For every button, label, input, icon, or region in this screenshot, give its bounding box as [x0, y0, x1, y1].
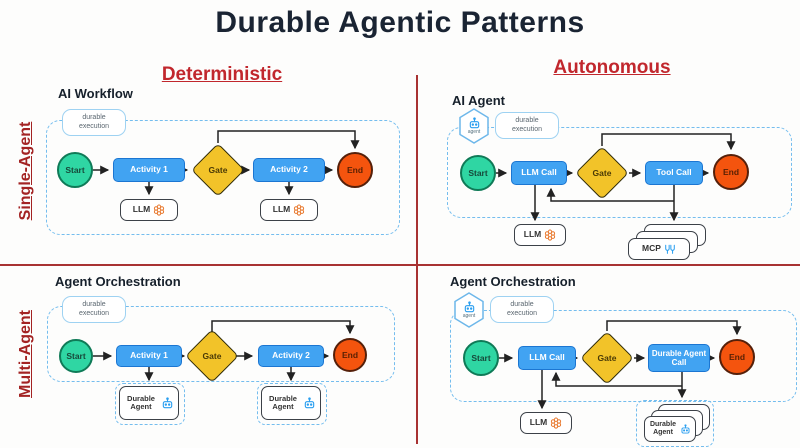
- end-node: End: [333, 338, 367, 372]
- activity2-node: Activity 2: [253, 158, 325, 182]
- durable-execution-frame: [447, 127, 792, 218]
- llm-flower-icon: [154, 204, 165, 216]
- durable-agent-box: Durable Agent: [261, 386, 321, 420]
- tool-call-node: Tool Call: [645, 161, 703, 185]
- durable-agent-dashed-wrap: [636, 400, 714, 447]
- hexagon-icon: [459, 108, 489, 144]
- row-header-multi-agent: Multi-Agent: [17, 310, 34, 398]
- durable-execution-badge: durable execution: [62, 296, 126, 323]
- end-node: End: [719, 339, 755, 375]
- gate-label: Gate: [208, 165, 228, 175]
- durable-execution-badge: durable execution: [490, 296, 554, 323]
- mcp-plug-icon: [665, 244, 675, 254]
- vertical-divider: [416, 75, 418, 444]
- horizontal-divider: [0, 264, 800, 266]
- mcp-label: MCP: [642, 243, 661, 254]
- llm-box: LLM: [520, 412, 572, 434]
- robot-icon: [162, 396, 173, 408]
- end-node: End: [713, 154, 749, 190]
- llm-box: LLM: [514, 224, 566, 246]
- llm-label: LLM: [529, 417, 548, 428]
- agent-hexagon-badge: agent: [458, 108, 490, 144]
- llm-flower-icon: [294, 204, 305, 216]
- end-node: End: [337, 152, 373, 188]
- gate-label: Gate: [597, 353, 617, 363]
- llm-label: LLM: [272, 204, 291, 215]
- quadrant-title-ai-agent: AI Agent: [452, 93, 505, 108]
- durable-agent-dashed-wrap: [115, 383, 185, 425]
- llm-box: LLM: [120, 199, 178, 221]
- llm-flower-icon: [551, 417, 562, 429]
- agent-hexagon-badge: agent: [453, 292, 485, 328]
- robot-icon: [681, 423, 690, 434]
- agent-robot-icon: [469, 117, 479, 129]
- mcp-box: MCP: [628, 238, 690, 260]
- llm-call-node: LLM Call: [511, 161, 567, 185]
- durable-agent-label: Durable Agent: [649, 421, 677, 436]
- gate-node: Gate: [185, 329, 239, 383]
- quadrant-title-agent-orchestration: Agent Orchestration: [450, 274, 576, 289]
- durable-agent-dashed-wrap: [257, 383, 327, 425]
- gate-node: Gate: [575, 146, 629, 200]
- activity2-node: Activity 2: [258, 345, 324, 367]
- durable-agent-call-node: Durable Agent Call: [648, 344, 710, 372]
- durable-execution-badge: durable execution: [495, 112, 559, 139]
- durable-agent-label: Durable Agent: [269, 393, 297, 411]
- agent-badge-label: agent: [467, 129, 481, 135]
- gate-node: Gate: [580, 331, 634, 385]
- column-header-deterministic: Deterministic: [161, 64, 283, 85]
- llm-box: LLM: [260, 199, 318, 221]
- hexagon-icon: [454, 292, 484, 328]
- start-node: Start: [463, 340, 499, 376]
- quadrant-title-agent-orchestration: Agent Orchestration: [55, 274, 181, 289]
- gate-label: Gate: [202, 351, 222, 361]
- durable-agent-label: Durable Agent: [127, 393, 155, 411]
- gate-label: Gate: [592, 168, 612, 178]
- llm-call-node: LLM Call: [518, 346, 576, 370]
- row-header-single-agent: Single-Agent: [17, 121, 34, 221]
- llm-label: LLM: [132, 204, 151, 215]
- durable-execution-frame: [450, 310, 797, 402]
- start-node: Start: [57, 152, 93, 188]
- start-node: Start: [460, 155, 496, 191]
- quadrant-title-ai-workflow: AI Workflow: [58, 86, 133, 101]
- agent-robot-icon: [464, 301, 474, 313]
- activity1-node: Activity 1: [116, 345, 182, 367]
- durable-execution-frame: [47, 306, 395, 382]
- column-header-autonomous: Autonomous: [553, 57, 671, 78]
- activity1-node: Activity 1: [113, 158, 185, 182]
- durable-agent-box: Durable Agent: [119, 386, 179, 420]
- durable-execution-frame: [46, 120, 400, 235]
- page-title: Durable Agentic Patterns: [215, 6, 585, 39]
- gate-node: Gate: [191, 143, 245, 197]
- robot-icon: [304, 396, 315, 408]
- llm-flower-icon: [545, 229, 556, 241]
- durable-agent-box: Durable Agent: [644, 416, 696, 442]
- durable-execution-badge: durable execution: [62, 109, 126, 136]
- agent-badge-label: agent: [462, 313, 476, 319]
- start-node: Start: [59, 339, 93, 373]
- llm-label: LLM: [523, 229, 542, 240]
